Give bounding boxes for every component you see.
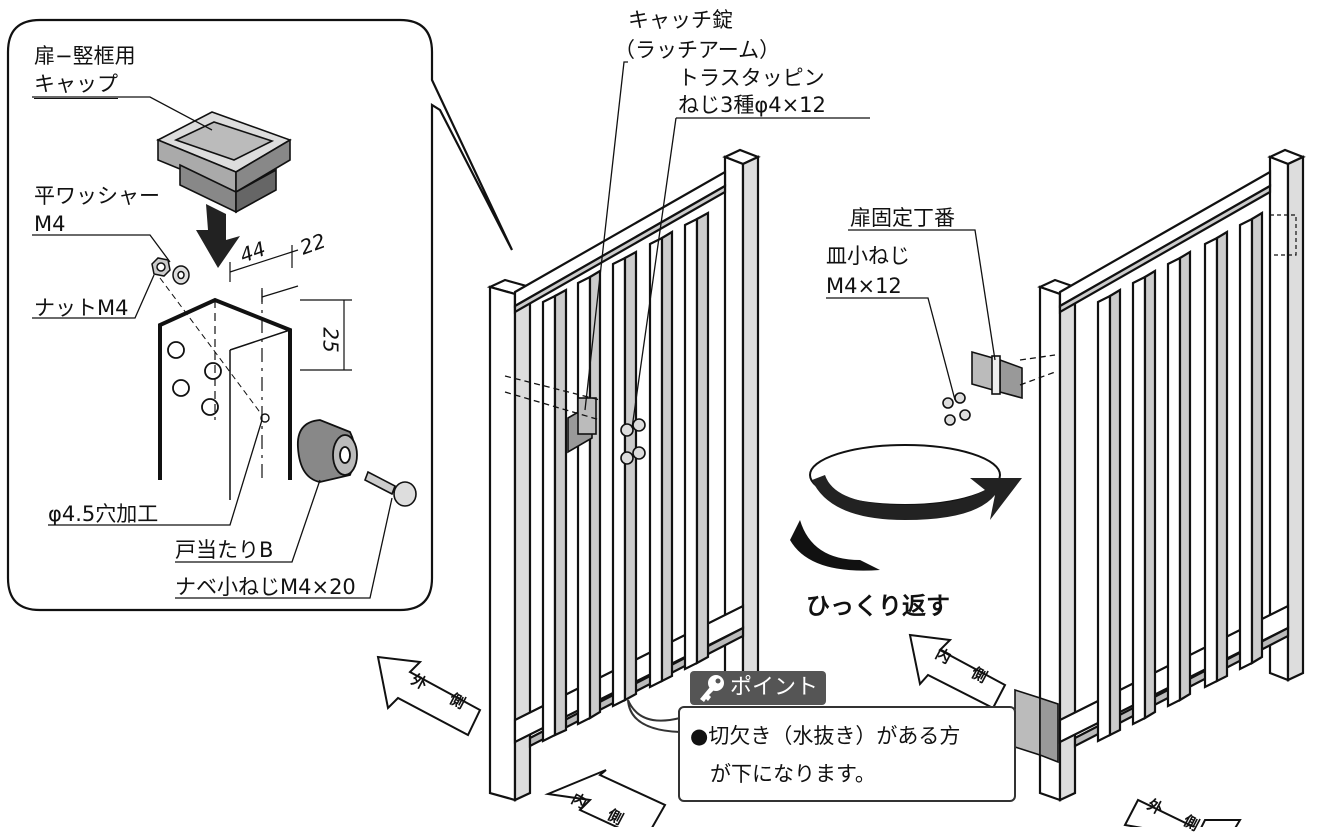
point-title: ポイント [730, 675, 819, 700]
flip-arrow-icon [790, 444, 1022, 571]
flip-label: ひっくり返す [806, 592, 950, 620]
stopper-label: 戸当たりB [175, 538, 274, 562]
screw-label: ナベ小ねじM4×20 [175, 575, 356, 599]
door-stopper [297, 419, 358, 483]
cap-label-1: 扉−竪框用 [34, 44, 136, 68]
right-gate-leaders [826, 229, 1056, 401]
cap-part [156, 111, 292, 214]
dim-25: 25 [318, 327, 343, 353]
nut-label: ナットM4 [34, 296, 129, 320]
washer-label-1: 平ワッシャー [34, 184, 160, 208]
outside-arrow-right [1123, 798, 1242, 827]
inside-arrow-right [908, 633, 1007, 710]
left-gate [486, 148, 761, 802]
callout-bubble [6, 18, 513, 612]
right-gate [1037, 148, 1306, 802]
nut-washer [151, 257, 190, 285]
point-box: ●切欠き（水抜き）がある方 が下になります。 [678, 706, 1016, 802]
post-section [158, 245, 352, 500]
cap-label-2: キャップ [34, 72, 118, 99]
catch-label-1: キャッチ錠 [628, 8, 733, 32]
callout-leaders [32, 96, 393, 599]
flat-screw-label-1: 皿小ねじ [826, 244, 910, 268]
catch-label-2: （ラッチアーム） [614, 38, 781, 62]
hinge-hidden [1269, 214, 1297, 256]
key-icon [700, 675, 724, 702]
left-gate-leaders [504, 61, 870, 429]
tapping-label-2: ねじ3種φ4×12 [678, 93, 826, 117]
pan-screw [364, 470, 417, 507]
hinge-label: 扉固定丁番 [850, 206, 955, 230]
catch-latch [567, 397, 646, 465]
hole-label: φ4.5穴加工 [48, 502, 159, 526]
fixed-hinge [942, 350, 1059, 764]
inside-arrow-bottom [544, 769, 667, 827]
point-tag: ポイント [690, 671, 826, 705]
tapping-label-1: トラスタッピン [678, 66, 825, 90]
flat-screw-label-2: M4×12 [826, 274, 902, 298]
point-line-2: が下になります。 [710, 762, 876, 786]
down-arrow-icon [196, 204, 240, 268]
washer-label-2: M4 [34, 212, 66, 236]
point-tail [627, 699, 681, 733]
outside-arrow-left [376, 655, 482, 737]
point-line-1: ●切欠き（水抜き）がある方 [690, 724, 961, 748]
